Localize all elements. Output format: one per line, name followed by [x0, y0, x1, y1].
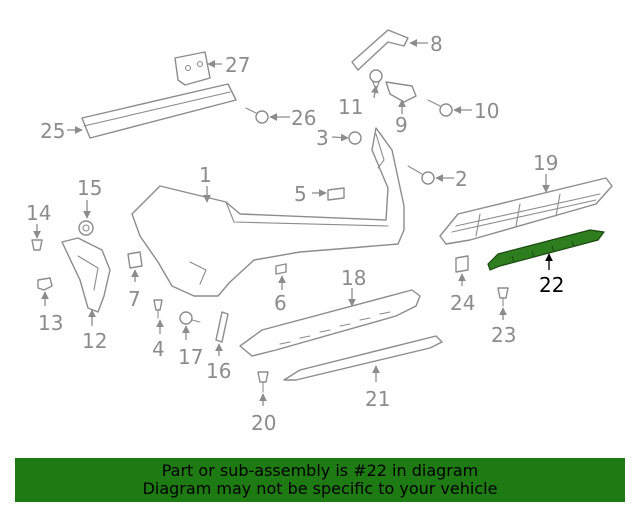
- callout-23: 23: [491, 323, 516, 347]
- part-25-reinforcement: [81, 83, 237, 139]
- part-8-bracket: [351, 29, 409, 71]
- callout-6: 6: [274, 291, 287, 315]
- callout-16: 16: [206, 359, 231, 383]
- callout-15: 15: [77, 176, 102, 200]
- part-21-lower-strip: [283, 335, 443, 381]
- part-16-strip: [215, 311, 229, 343]
- part-14-clip: [31, 239, 43, 251]
- callout-2: 2: [455, 167, 468, 191]
- callout-19: 19: [533, 151, 558, 175]
- callout-20: 20: [251, 411, 276, 435]
- part-23-pin: [497, 287, 509, 307]
- part-4-pin: [153, 299, 163, 319]
- callout-5: 5: [294, 182, 307, 206]
- callout-17: 17: [178, 345, 203, 369]
- callout-10: 10: [474, 99, 499, 123]
- part-19-diffuser: [439, 177, 613, 245]
- info-banner: Part or sub-assembly is #22 in diagram D…: [15, 458, 625, 502]
- part-15-nut: [78, 220, 94, 236]
- part-27-bracket: [174, 51, 211, 86]
- callout-13: 13: [38, 311, 63, 335]
- callout-26: 26: [291, 106, 316, 130]
- callout-25: 25: [40, 119, 65, 143]
- part-22-highlighted: [487, 229, 605, 271]
- callout-7: 7: [128, 287, 141, 311]
- part-12-side-bracket: [61, 237, 111, 313]
- part-17-grommet: [179, 311, 201, 325]
- part-3-clip: [348, 131, 362, 145]
- part-9-retainer: [385, 81, 417, 103]
- part-18-garnish: [239, 289, 421, 357]
- callout-9: 9: [395, 113, 408, 137]
- banner-line-1: Part or sub-assembly is #22 in diagram: [161, 461, 479, 480]
- callout-3: 3: [316, 126, 329, 150]
- callout-1: 1: [199, 163, 212, 187]
- callout-12: 12: [82, 329, 107, 353]
- callout-11: 11: [338, 95, 363, 119]
- part-20-pin: [257, 371, 269, 393]
- callout-21: 21: [365, 387, 390, 411]
- callout-22: 22: [539, 273, 564, 297]
- part-5-pad: [327, 187, 345, 201]
- part-7-clip: [127, 251, 143, 269]
- part-24-clip: [455, 255, 469, 273]
- callout-4: 4: [152, 337, 165, 361]
- callout-8: 8: [430, 32, 443, 56]
- part-13-clip: [37, 277, 53, 291]
- callout-24: 24: [450, 291, 475, 315]
- part-10-bolt: [427, 99, 453, 117]
- callout-14: 14: [26, 201, 51, 225]
- part-26-bolt: [245, 107, 269, 124]
- banner-line-2: Diagram may not be specific to your vehi…: [142, 479, 498, 498]
- part-1-bumper-cover: [131, 127, 405, 297]
- part-6-clip: [275, 263, 287, 275]
- callout-18: 18: [341, 266, 366, 290]
- callout-27: 27: [225, 53, 250, 77]
- part-2-bolt: [407, 165, 435, 185]
